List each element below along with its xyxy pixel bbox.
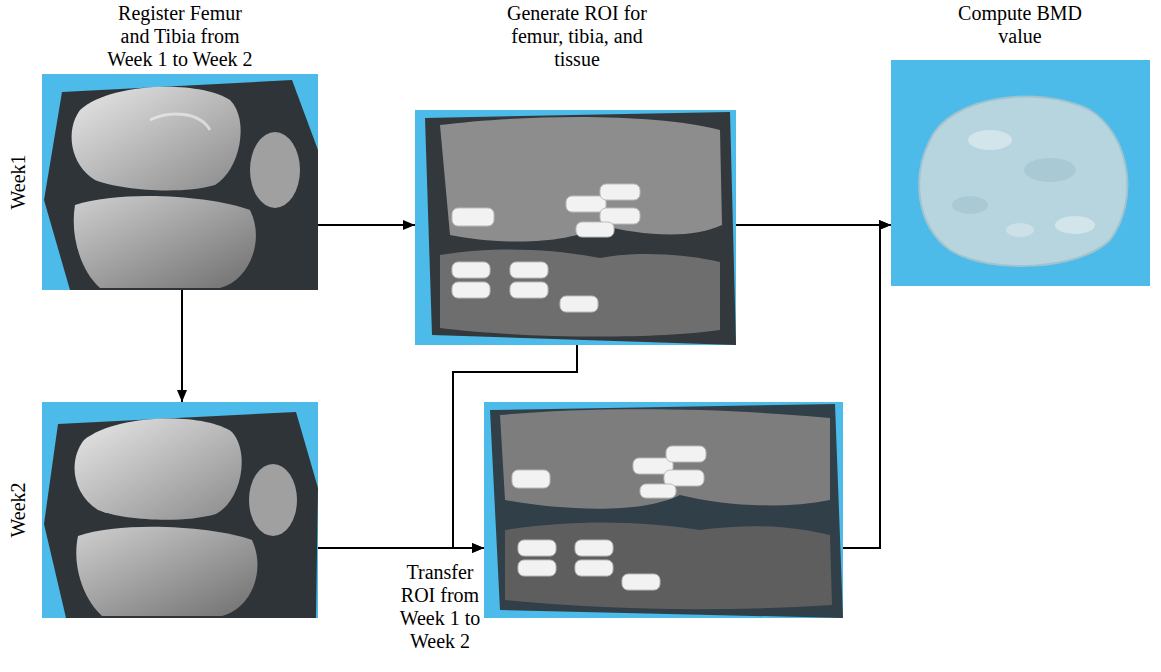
step-heading: Register Femur and Tibia from Week 1 to … [103, 2, 257, 71]
flow-arrow [736, 224, 891, 226]
roi-cylinder [452, 282, 490, 298]
roi-scan [415, 110, 736, 345]
tibia-bone [74, 196, 256, 288]
knee-scan [42, 402, 318, 618]
volume-texture [1024, 158, 1076, 182]
scan-background [891, 60, 1150, 286]
scan-background [415, 110, 736, 345]
flow-arrow [843, 225, 891, 548]
roi-cylinder [576, 222, 614, 237]
week-label: Week2 [7, 482, 30, 537]
femur-bone [75, 419, 242, 520]
femur-bone [440, 117, 722, 242]
roi-cylinder [452, 262, 490, 278]
scan-volume [425, 112, 736, 345]
image-panel: Generate ROI for femur, tibia, and tissu… [415, 110, 736, 345]
step-heading: Transfer ROI from Week 1 to Week 2 [394, 561, 486, 653]
roi-cylinder [510, 262, 548, 278]
roi-cylinder [518, 560, 556, 576]
image-panel: Transfer ROI from Week 1 to Week 2 [484, 402, 843, 618]
bmd-volume [891, 60, 1150, 286]
week-label: Week1 [7, 154, 30, 209]
tibia-bone [76, 527, 257, 616]
flow-arrow [318, 224, 415, 226]
knee-scan [42, 74, 318, 290]
roi-cylinder [640, 484, 676, 498]
femur-bone [72, 87, 241, 191]
roi-cylinder [566, 196, 606, 212]
scan-volume [490, 404, 843, 618]
step-heading: Generate ROI for femur, tibia, and tissu… [495, 2, 660, 71]
image-panel: Week2 [42, 402, 318, 618]
roi-cylinder [575, 540, 613, 556]
roi-scan [484, 402, 843, 618]
roi-cylinder [600, 184, 640, 200]
image-panel: Compute BMD value [891, 60, 1150, 286]
roi-cylinder [560, 296, 598, 312]
roi-cylinder [452, 208, 494, 226]
volume-texture [1006, 223, 1034, 237]
flow-arrow [453, 345, 577, 548]
roi-cylinder [666, 446, 706, 462]
scan-background [42, 74, 318, 290]
scan-background [484, 402, 843, 618]
step-heading: Compute BMD value [948, 2, 1093, 48]
patella-bone [249, 464, 297, 536]
volume-texture [968, 130, 1012, 150]
roi-volume [919, 97, 1127, 266]
volume-texture [1055, 216, 1095, 234]
bone-highlight [150, 114, 210, 130]
roi-cylinder [518, 540, 556, 556]
scan-background [42, 402, 318, 618]
scan-volume [44, 412, 318, 618]
roi-cylinder [512, 470, 550, 488]
tibia-bone [440, 249, 720, 336]
femur-bone [500, 409, 830, 508]
roi-cylinder [510, 282, 548, 298]
scan-volume [44, 80, 318, 290]
roi-cylinder [622, 574, 660, 590]
tibia-bone [505, 522, 832, 609]
patella-bone [250, 132, 300, 208]
roi-cylinder [575, 560, 613, 576]
image-panel: Register Femur and Tibia from Week 1 to … [42, 74, 318, 290]
volume-texture [952, 196, 988, 214]
flow-arrow [181, 290, 183, 402]
